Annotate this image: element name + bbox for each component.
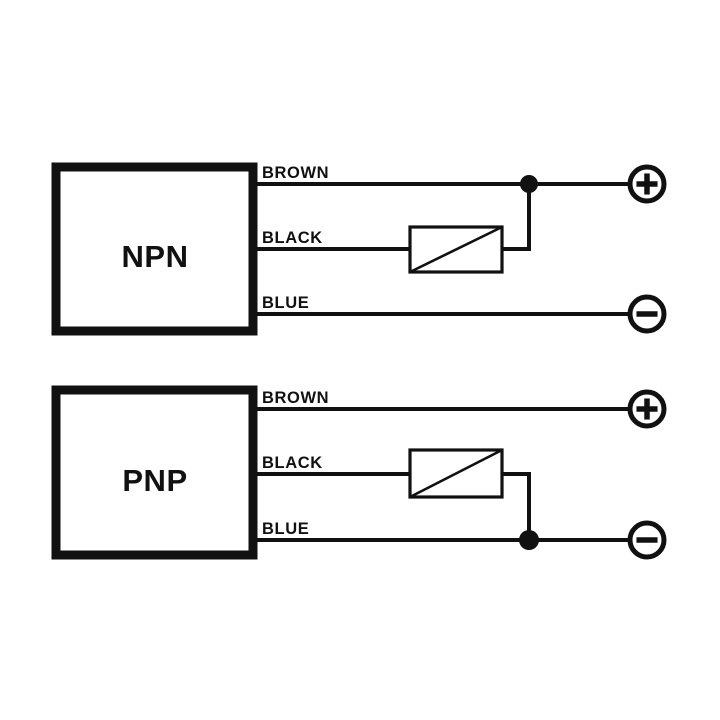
- pnp-negative-terminal[interactable]: [627, 520, 667, 560]
- pnp-blue-wire-label: BLUE: [262, 520, 309, 538]
- pnp-load-to-junction-wire: [502, 472, 531, 540]
- npn-section: NPN BROWN BLACK BLUE: [51, 162, 667, 336]
- pnp-sensor-label: PNP: [122, 463, 187, 498]
- pnp-brown-wire-label: BROWN: [262, 389, 329, 407]
- pnp-load-diagonal-icon: [409, 448, 503, 499]
- npn-load-to-junction-wire: [502, 184, 531, 251]
- pnp-junction-dot: [519, 530, 539, 550]
- npn-sensor-box[interactable]: [51, 162, 258, 336]
- npn-load-diagonal-icon: [409, 225, 503, 274]
- pnp-black-wire-label: BLACK: [262, 454, 323, 472]
- npn-negative-terminal[interactable]: [627, 294, 667, 334]
- npn-sensor-label: NPN: [122, 239, 189, 274]
- npn-junction-dot: [520, 175, 538, 193]
- pnp-section: PNP BROWN BLACK BLUE: [51, 385, 667, 560]
- npn-black-wire-label: BLACK: [262, 229, 323, 247]
- npn-positive-terminal[interactable]: [627, 164, 667, 204]
- npn-blue-wire-label: BLUE: [262, 294, 309, 312]
- npn-brown-wire-label: BROWN: [262, 164, 329, 182]
- pnp-positive-terminal[interactable]: [627, 389, 667, 429]
